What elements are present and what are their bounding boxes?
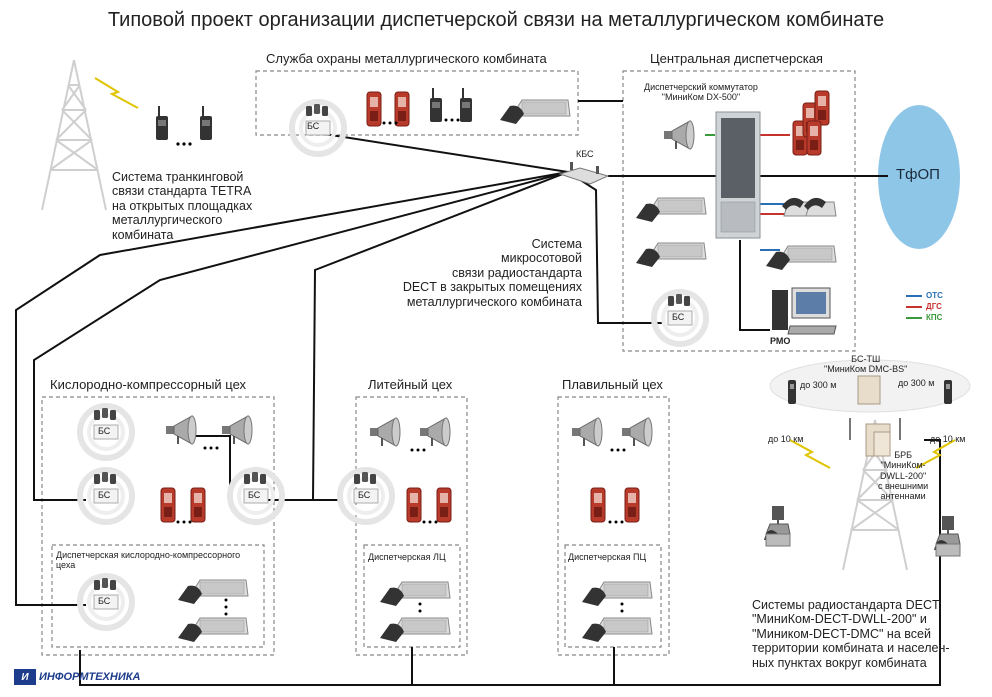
- radio-icon: [430, 88, 442, 122]
- intercom-icon: [436, 487, 452, 523]
- bs-label: БС: [307, 121, 320, 131]
- bs-ts-label: БС-ТШ "МиниКом DMC-BS": [824, 354, 908, 375]
- bs-label: БС: [358, 490, 371, 500]
- legend-label-ots: ОТС: [926, 291, 943, 300]
- distance-10-right: до 10 км: [930, 434, 966, 444]
- kbs-device-icon: [558, 162, 610, 185]
- oxygen-disp-box: [51, 544, 265, 648]
- tfop-label: ТфОП: [896, 166, 940, 183]
- bs-label: БС: [248, 490, 261, 500]
- oxygen-section-title: Кислородно-компрессорный цех: [50, 377, 247, 392]
- logo-mark: И: [14, 669, 36, 685]
- radio-icon-tetra: [156, 106, 168, 140]
- intercom-icon: [406, 487, 422, 523]
- phone-icon-central: [635, 242, 707, 268]
- distance-300-right: до 300 м: [898, 378, 935, 388]
- intercom-icon: [366, 91, 382, 127]
- switch-rack-icon: [715, 111, 761, 239]
- distance-300-left: до 300 м: [800, 380, 837, 390]
- speaker-icon: [221, 415, 253, 445]
- lightning-icon-right: [915, 439, 956, 469]
- phone-icon-security: [499, 99, 571, 125]
- legend-label-dgs: ДГС: [926, 302, 942, 311]
- dwll-phone-icon: [933, 515, 961, 557]
- intercom-desk-icon: [581, 581, 653, 607]
- kbs-label: КБС: [576, 149, 594, 159]
- speaker-icon: [369, 417, 401, 447]
- brb-label: БРБ "МиниКом- DWLL-200" с внешними антен…: [878, 450, 929, 502]
- intercom-desk-icon: [177, 617, 249, 643]
- dect-description: Система микросотовой связи радиостандарт…: [402, 237, 582, 309]
- informtechnika-logo: И ИНФОРМТЕХНИКА: [14, 669, 140, 685]
- bs-label: БС: [672, 312, 685, 322]
- computer-icon: [772, 287, 837, 335]
- dect-wide-description: Системы радиостандарта DECT: "МиниКом-DE…: [752, 598, 950, 670]
- oxygen-box: [41, 396, 275, 656]
- legend-label-kps: КПС: [926, 313, 943, 322]
- foundry-disp-title: Диспетчерская ЛЦ: [368, 552, 446, 562]
- tetra-description: Система транкинговой связи стандарта TET…: [112, 170, 253, 242]
- rmo-label: РМО: [770, 336, 791, 346]
- tfop-cloud: [878, 105, 960, 249]
- foundry-box: [355, 396, 468, 656]
- phone-icon-central: [803, 197, 837, 217]
- distance-10-left: до 10 км: [768, 434, 804, 444]
- intercom-desk-icon: [379, 617, 451, 643]
- bs-label: БС: [98, 596, 111, 606]
- speaker-icon-central: [663, 120, 695, 150]
- intercom-icon: [590, 487, 606, 523]
- intercom-icon: [160, 487, 176, 523]
- intercom-desk-icon: [379, 581, 451, 607]
- phone-icon-central: [635, 197, 707, 223]
- radio-icon: [460, 88, 472, 122]
- foundry-section-title: Литейный цех: [368, 377, 453, 392]
- speaker-icon: [571, 417, 603, 447]
- melting-disp-title: Диспетчерская ПЦ: [568, 552, 647, 562]
- bs-ts-icon: [857, 375, 881, 405]
- lightning-icon-tetra: [94, 77, 139, 109]
- intercom-icon: [806, 120, 822, 156]
- dwll-phone-icon: [763, 505, 791, 547]
- oxygen-disp-title: Диспетчерская кислородно-компрессорного …: [56, 550, 241, 571]
- intercom-icon: [624, 487, 640, 523]
- intercom-icon: [814, 90, 830, 126]
- central-section-title: Центральная диспетчерская: [650, 51, 823, 66]
- intercom-icon: [394, 91, 410, 127]
- melting-box: [557, 396, 670, 656]
- lightning-icon-left: [789, 439, 831, 469]
- radio-icon-tetra: [200, 106, 212, 140]
- speaker-icon: [419, 417, 451, 447]
- logo-name: ИНФОРМТЕХНИКА: [39, 671, 141, 683]
- bs-label: БС: [98, 426, 111, 436]
- intercom-desk-icon: [177, 579, 249, 605]
- bs-label: БС: [98, 490, 111, 500]
- speaker-icon: [621, 417, 653, 447]
- central-box: [622, 70, 856, 352]
- connection-lines: [15, 100, 941, 686]
- cordless-phone-icon: [788, 380, 796, 404]
- switch-label: Диспетчерский коммутатор "МиниКом DX-500…: [644, 82, 758, 103]
- speaker-icon: [165, 415, 197, 445]
- page-title: Типовой проект организации диспетчерской…: [107, 9, 885, 31]
- tower-icon-tetra: [41, 59, 107, 211]
- melting-section-title: Плавильный цех: [562, 377, 663, 392]
- security-box: [255, 70, 579, 136]
- security-section-title: Служба охраны металлургического комбинат…: [266, 51, 547, 66]
- intercom-icon: [190, 487, 206, 523]
- cordless-phone-icon: [944, 380, 952, 404]
- intercom-desk-icon: [581, 617, 653, 643]
